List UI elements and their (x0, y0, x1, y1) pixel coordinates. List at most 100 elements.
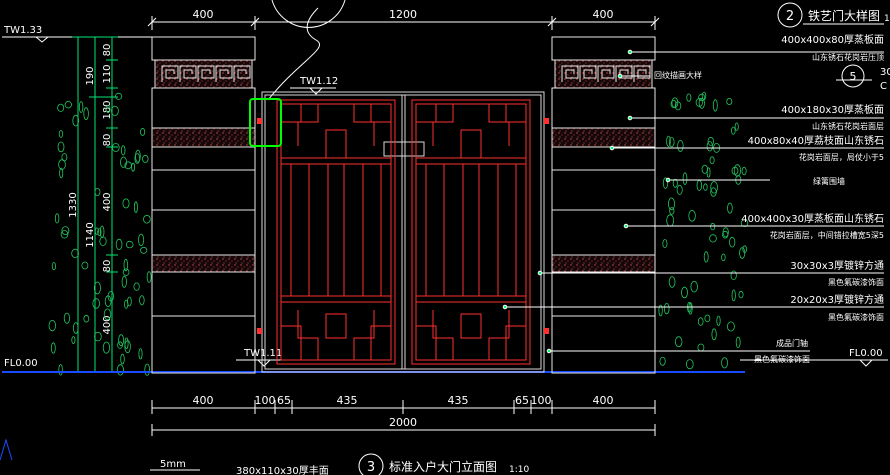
bottom-dim-labels: 400 100 65 435 435 65 100 400 2000 (193, 394, 614, 429)
leaf-mark (710, 187, 717, 197)
leaf-mark (668, 137, 675, 148)
gate-leaf-left (276, 99, 396, 365)
leaf-mark (681, 286, 688, 299)
tag-tw112: TW1.12 (299, 76, 338, 87)
note-7-sub: 黑色氟碳漆饰面 (828, 312, 884, 322)
gate-frame (261, 91, 545, 373)
leaf-mark (668, 197, 676, 211)
fl-right-marker (858, 359, 874, 367)
leaf-mark (731, 289, 736, 302)
leaf-mark (662, 177, 669, 189)
leaf-mark (78, 101, 84, 113)
fret-motif (561, 65, 579, 82)
tw133-marker (34, 36, 50, 43)
vdim-80a: 80 (102, 44, 113, 57)
leaf-mark (726, 98, 733, 106)
leaf-mark (124, 337, 129, 350)
fret-motif (597, 65, 615, 82)
leaf-mark (59, 167, 64, 179)
lattice-rail (416, 157, 526, 165)
leaf-mark (83, 314, 90, 323)
lattice-corner (281, 325, 391, 360)
right-pier (551, 36, 656, 374)
leaf-mark (94, 227, 99, 235)
fret-motif (633, 65, 651, 82)
bdim-8: 400 (593, 394, 614, 407)
leaf-mark (688, 210, 696, 222)
leaf-mark (139, 295, 145, 306)
leaf-mark (722, 230, 729, 239)
top-dimension (147, 16, 660, 30)
title-3-circle (358, 453, 384, 475)
leaf-mark (138, 233, 145, 247)
fret-motif (161, 65, 179, 82)
leaf-mark (133, 282, 140, 291)
leaf-mark (121, 275, 127, 288)
leaf-mark (57, 103, 65, 112)
leaf-mark (706, 141, 713, 152)
leaf-mark (709, 234, 717, 243)
selection-marker[interactable] (249, 98, 282, 147)
vdim-190: 190 (85, 66, 96, 85)
callout-5-circle (841, 64, 865, 88)
top-dim-right: 400 (593, 8, 614, 21)
leaf-mark (50, 342, 56, 354)
leaf-mark (115, 92, 123, 100)
title-2-number: 2 (786, 9, 794, 24)
leaf-mark (666, 135, 671, 147)
bottom-dimension (151, 400, 656, 436)
bdim-3: 65 (277, 394, 291, 407)
leaf-mark (99, 225, 105, 239)
leaf-mark (143, 214, 151, 224)
bdim-7: 100 (531, 394, 552, 407)
leaf-mark (131, 162, 136, 172)
lattice-center (325, 313, 347, 339)
leaf-mark (707, 136, 714, 146)
leaf-mark (123, 258, 128, 272)
leaf-mark (721, 357, 728, 369)
north-mark (0, 438, 13, 461)
leaf-mark (125, 240, 134, 249)
leaf-mark (731, 166, 739, 175)
leaf-mark (140, 127, 146, 136)
note-4-sub: 绿篱围墙 (813, 176, 845, 186)
callout-5-edge2: C (880, 81, 887, 92)
leaf-mark (696, 179, 702, 191)
leaf-mark (721, 253, 726, 262)
leaf-mark (140, 246, 148, 254)
leaf-mark (672, 178, 678, 188)
bdim-6: 65 (515, 394, 529, 407)
bdim-4: 435 (337, 394, 358, 407)
leaf-mark (64, 100, 72, 109)
leaf-mark (71, 248, 79, 258)
leaf-mark (663, 302, 670, 315)
leaf-mark (712, 99, 718, 112)
lattice-center (325, 129, 347, 159)
leaf-mark (99, 236, 107, 246)
leaf-mark (666, 214, 675, 227)
leaf-mark (738, 290, 744, 299)
lattice-step (297, 104, 375, 146)
leaf-mark (677, 139, 684, 152)
leaf-mark (686, 93, 692, 102)
leaf-mark (94, 188, 101, 196)
leaf-mark (730, 126, 736, 135)
leaf-mark (742, 245, 747, 254)
vdim-80b: 80 (102, 134, 113, 147)
leaf-mark (659, 356, 666, 366)
note-2-main: 400x180x30厚蒸板面 (781, 103, 884, 116)
leaf-mark (727, 321, 735, 332)
title-2-sub: 1 (884, 14, 890, 24)
lattice-rail (281, 295, 391, 303)
bottom-left-note: 380x110x30厚丰面 (236, 464, 329, 475)
vertical-dim-labels: 190 1330 1140 80 110 180 80 400 80 400 (68, 44, 113, 335)
leaf-mark (120, 145, 126, 156)
leaf-inner-bar (415, 103, 527, 361)
lattice-corner (281, 104, 391, 123)
leaf-mark (51, 262, 57, 271)
leaf-inner-bar (280, 103, 392, 361)
leaf-mark (133, 201, 138, 214)
leaf-mark (685, 359, 694, 370)
